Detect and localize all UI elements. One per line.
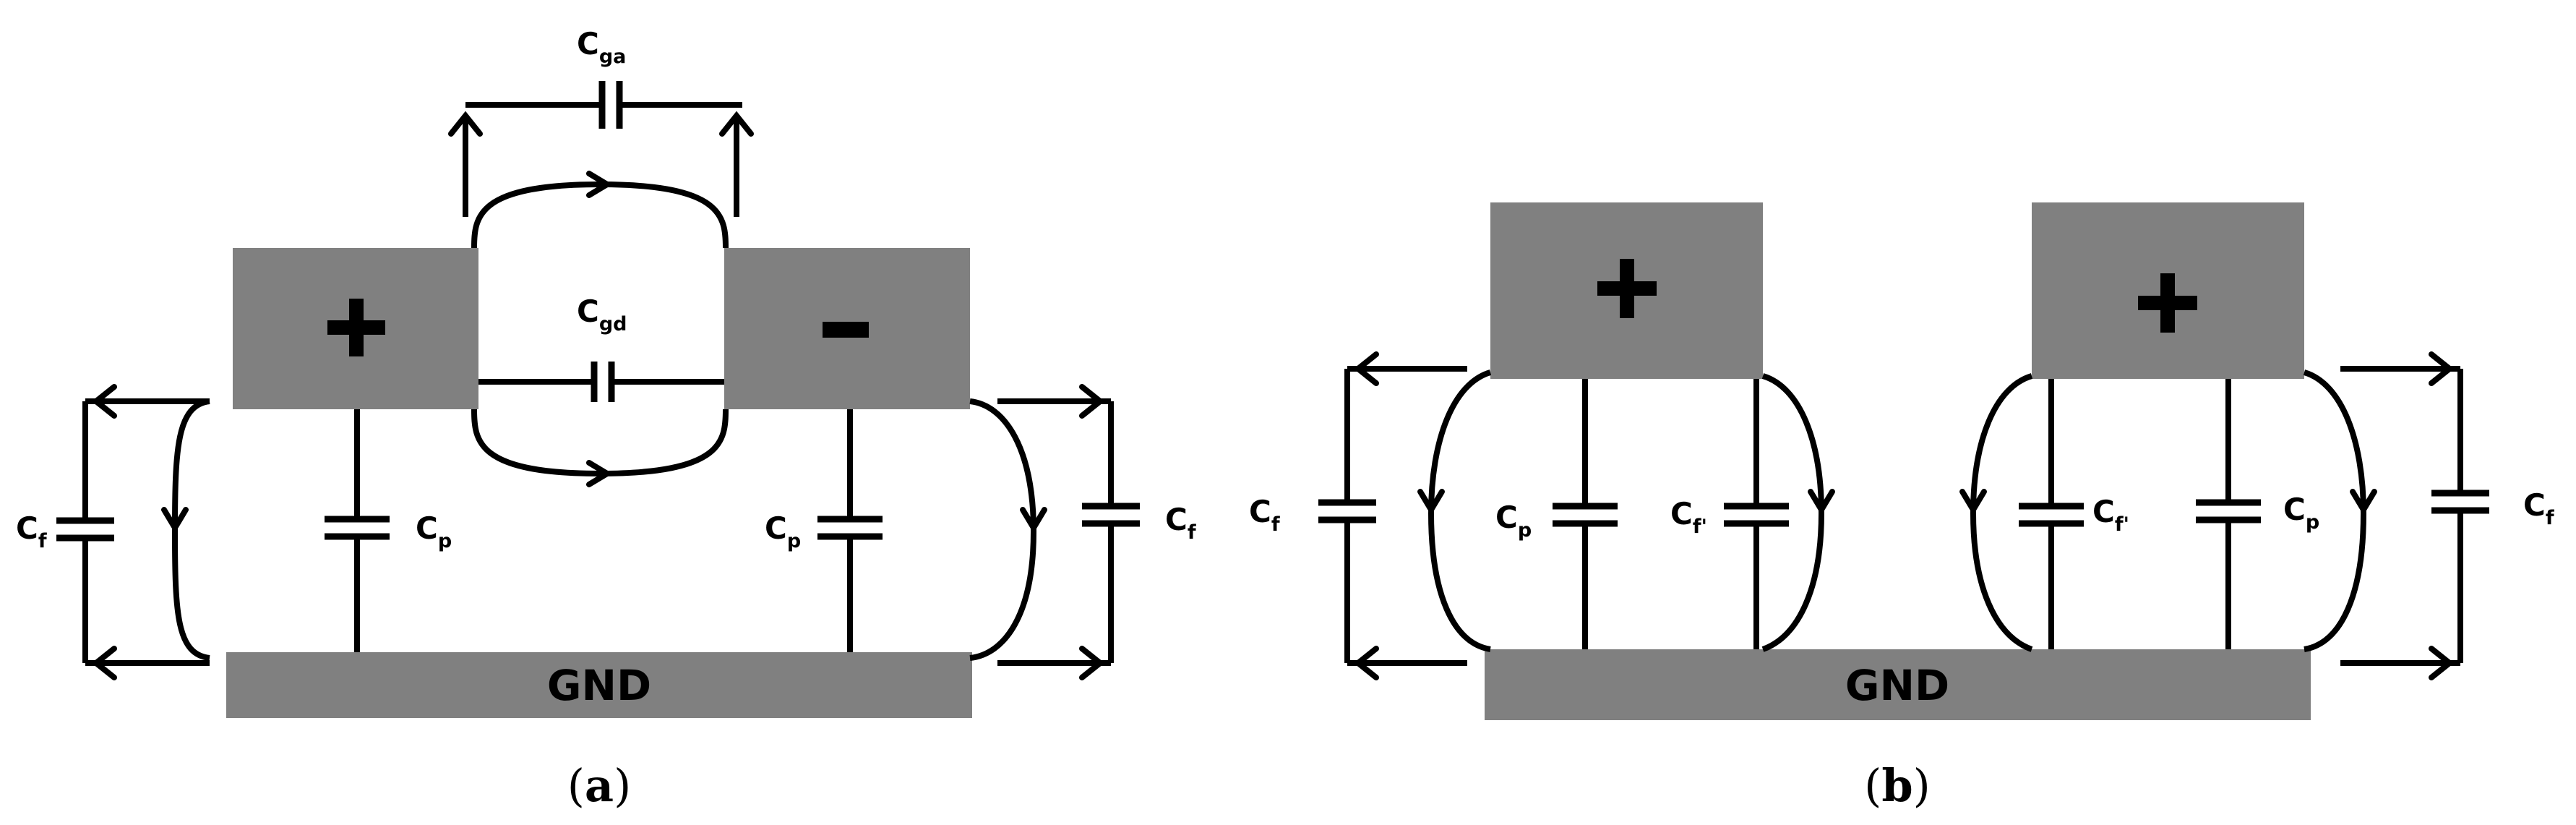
- label-cf-right-b: Cf: [2523, 487, 2554, 529]
- lower-field-arc: [471, 409, 729, 487]
- label-cf-left-b: Cf: [1249, 494, 1280, 536]
- capacitor-cgd: [478, 362, 724, 402]
- capacitor-cf-right-a: [997, 384, 1140, 680]
- panel-a: GND: [16, 26, 1196, 812]
- capacitor-cp-left-b: [1553, 379, 1618, 649]
- label-cf-left-a: Cf: [16, 510, 47, 552]
- caption-b: (b): [1864, 759, 1931, 812]
- label-cp-right-b: Cp: [2283, 492, 2319, 534]
- label-cfprime-right-b: Cf': [2092, 494, 2129, 536]
- ground-plane-a: [226, 652, 972, 718]
- label-cf-right-a: Cf: [1165, 502, 1196, 544]
- plus-sign-a: [327, 299, 385, 356]
- ground-plane-b: [1485, 649, 2311, 720]
- label-cgd: Cgd: [577, 294, 627, 335]
- capacitor-cf-left-a: [56, 384, 210, 680]
- capacitor-cga: [448, 81, 754, 217]
- capacitor-cfprime-left-b: [1724, 379, 1789, 649]
- minus-sign-a: [823, 322, 869, 338]
- upper-field-arc: [471, 171, 729, 249]
- right-inner-field-arc-b: [1959, 373, 2033, 652]
- capacitor-cfprime-right-b: [2019, 379, 2084, 649]
- capacitor-cp-left-a: [325, 409, 390, 652]
- caption-a: (a): [567, 759, 632, 812]
- capacitor-cp-right-b: [2196, 379, 2261, 649]
- label-cp-right-a: Cp: [765, 510, 801, 552]
- plus-sign-right-b: [2138, 273, 2197, 333]
- ground-label-b: GND: [1845, 661, 1949, 710]
- right-field-arc-b: [2303, 369, 2377, 652]
- label-cp-left-a: Cp: [416, 510, 452, 552]
- left-field-arc-b: [1417, 369, 1492, 652]
- label-cfprime-left-b: Cf': [1670, 496, 1707, 538]
- label-cga: Cga: [577, 26, 626, 68]
- panel-b: GND: [1249, 202, 2554, 812]
- capacitor-cp-right-a: [817, 409, 883, 652]
- plus-sign-left-b: [1597, 259, 1657, 318]
- left-field-arc-a: [161, 398, 210, 661]
- label-cp-left-b: Cp: [1495, 500, 1532, 542]
- right-field-arc-a: [969, 398, 1047, 661]
- capacitor-cf-right-b: [2340, 351, 2489, 680]
- left-inner-field-arc-b: [1761, 373, 1835, 652]
- capacitor-cf-left-b: [1318, 351, 1467, 680]
- ground-label-a: GND: [547, 661, 651, 710]
